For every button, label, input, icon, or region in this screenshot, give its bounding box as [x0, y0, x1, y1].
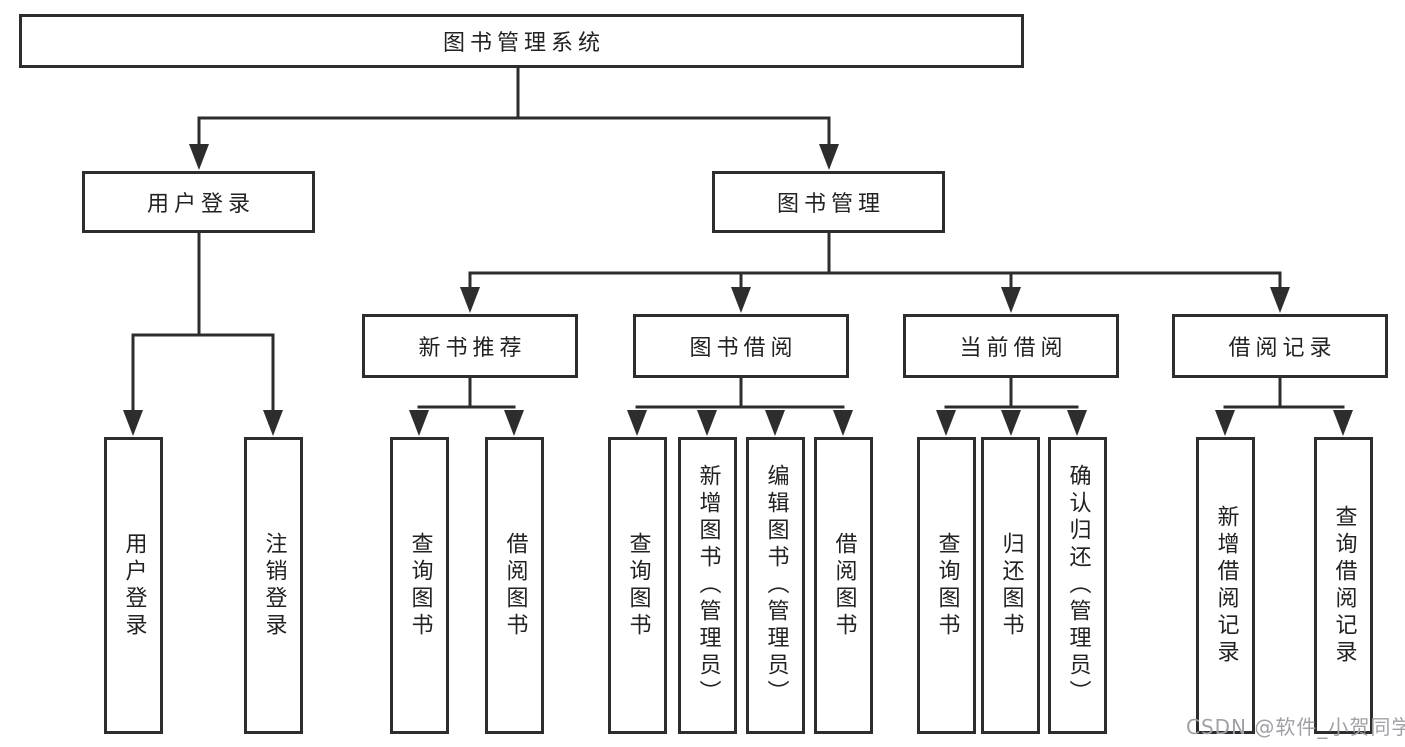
node-borrow-records: 借阅记录	[1172, 314, 1388, 378]
leaf-edit-books-admin: 编辑图书（管理员）	[746, 437, 805, 734]
node-new-book-recommend: 新书推荐	[362, 314, 578, 378]
leaf-query-books-recommend: 查询图书	[390, 437, 449, 734]
node-library-management-system: 图书管理系统	[19, 14, 1024, 68]
leaf-return-books: 归还图书	[981, 437, 1040, 734]
csdn-watermark: CSDN @软件_小贺同学	[1186, 715, 1405, 739]
leaf-user-login: 用户登录	[104, 437, 163, 734]
arrowheads	[123, 144, 1353, 436]
leaf-add-borrow-record: 新增借阅记录	[1196, 437, 1255, 734]
leaf-borrow-books: 借阅图书	[814, 437, 873, 734]
leaf-logout: 注销登录	[244, 437, 303, 734]
node-book-borrow: 图书借阅	[633, 314, 849, 378]
leaf-confirm-return-admin: 确认归还（管理员）	[1048, 437, 1107, 734]
node-user-login: 用户登录	[82, 171, 315, 233]
leaf-borrow-books-recommend: 借阅图书	[485, 437, 544, 734]
leaf-query-books-borrow: 查询图书	[608, 437, 667, 734]
leaf-query-borrow-record: 查询借阅记录	[1314, 437, 1373, 734]
node-book-management: 图书管理	[712, 171, 945, 233]
leaf-add-books-admin: 新增图书（管理员）	[678, 437, 737, 734]
leaf-query-books-current: 查询图书	[917, 437, 976, 734]
node-current-borrow: 当前借阅	[903, 314, 1119, 378]
